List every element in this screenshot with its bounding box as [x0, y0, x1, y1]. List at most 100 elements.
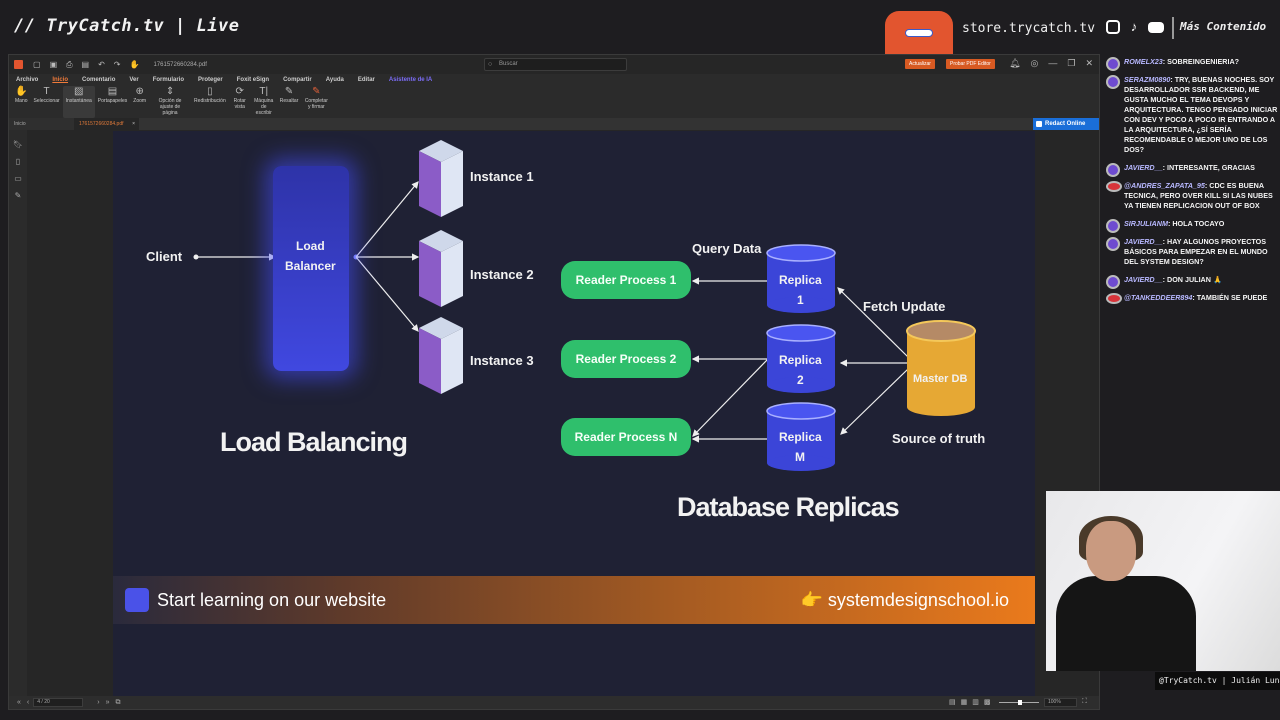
- bell-icon[interactable]: 🔔︎: [1009, 58, 1021, 68]
- query-data-label: Query Data: [692, 241, 762, 256]
- master-to-replica1-arrow: [837, 287, 909, 358]
- youtube-avatar-icon: [1106, 293, 1122, 304]
- chat-message: SIRJULIANM: HOLA TOCAYO: [1102, 219, 1280, 233]
- document-canvas[interactable]: Client Load Balancer Instance 1 Instance…: [27, 130, 1099, 697]
- replica-1-cylinder: [766, 244, 836, 313]
- replica-m-label: Replica: [779, 430, 822, 444]
- banner-left-text: Start learning on our website: [157, 590, 387, 610]
- ribbon-completar-firmar[interactable]: ✎Completar y firmar: [304, 86, 328, 110]
- prev-page-button[interactable]: ‹: [26, 699, 30, 706]
- fetch-update-label: Fetch Update: [863, 299, 946, 314]
- stream-header: // TryCatch.tv | Live store.trycatch.tv …: [0, 0, 1280, 54]
- redo-icon[interactable]: ↷: [113, 59, 121, 69]
- hand-icon: ✋: [15, 86, 28, 97]
- master-to-replicaM-arrow: [840, 368, 909, 435]
- instance-2-label: Instance 2: [470, 267, 534, 282]
- ribbon-rotar-vista[interactable]: ⟳Rotar vista: [233, 86, 246, 110]
- menu-editar[interactable]: Editar: [357, 77, 375, 83]
- client-label: Client: [146, 249, 183, 264]
- attachment-icon[interactable]: ✎: [14, 191, 22, 200]
- print-icon[interactable]: ⎙: [66, 59, 73, 69]
- menu-asistente-ia[interactable]: Asistente de IA: [388, 77, 433, 83]
- replica-2-cylinder: [766, 324, 836, 393]
- status-bar: « ‹ 4 / 20 › » ⧉ ▤ ▦ ▥ ▩ 100% ⛶: [9, 696, 1099, 709]
- ribbon-ajuste-pagina[interactable]: ⇕Opción de ajuste de página: [158, 86, 182, 116]
- zoom-slider[interactable]: [999, 700, 1039, 705]
- ribbon-zoom[interactable]: ⊕Zoom: [133, 86, 147, 104]
- hand-tool-icon[interactable]: ✋: [129, 59, 140, 69]
- two-page-view-icon[interactable]: ▥: [972, 699, 979, 706]
- ribbon-instantanea[interactable]: ▨Instantánea: [62, 86, 95, 118]
- close-button[interactable]: ✕: [1085, 58, 1093, 68]
- menu-formulario[interactable]: Formulario: [152, 77, 185, 83]
- facing-view-icon[interactable]: ▩: [983, 699, 991, 706]
- menu-inicio[interactable]: Inicio: [52, 77, 69, 83]
- menu-ayuda[interactable]: Ayuda: [325, 77, 344, 83]
- presenter-body: [1056, 576, 1196, 671]
- foxit-pdf-window: ▢ ▣ ⎙ ▤ ↶ ↷ ✋ 1761572660284.pdf ○Buscar …: [8, 54, 1100, 710]
- rotate-icon: ⟳: [235, 86, 244, 97]
- server-instance-1-icon: [419, 140, 463, 217]
- zoom-level-select[interactable]: 100%: [1044, 698, 1077, 707]
- minimize-button[interactable]: —: [1048, 58, 1058, 68]
- tab-home[interactable]: Inicio: [9, 118, 74, 130]
- new-icon[interactable]: ▤: [81, 59, 90, 69]
- restore-button[interactable]: ❐: [1067, 58, 1076, 68]
- ribbon-portapapeles[interactable]: ▤Portapapeles: [97, 86, 128, 104]
- slide-page: Client Load Balancer Instance 1 Instance…: [113, 131, 1035, 697]
- fit-page-icon: ⇕: [165, 86, 175, 97]
- fullscreen-icon[interactable]: ⛶: [1082, 698, 1087, 705]
- single-page-view-icon[interactable]: ▤: [949, 699, 956, 706]
- open-icon[interactable]: ▢: [33, 59, 41, 69]
- comments-icon[interactable]: ▭: [14, 174, 22, 183]
- lb-to-instance1-arrow: [355, 181, 419, 258]
- pages-icon[interactable]: ▯: [15, 157, 21, 166]
- tab-document[interactable]: 1761572660284.pdf×: [74, 118, 139, 130]
- youtube-icon: [1148, 21, 1164, 33]
- menu-foxit-esign[interactable]: Foxit eSign: [236, 77, 270, 83]
- page-number-input[interactable]: 4 / 20: [33, 698, 84, 707]
- menu-archivo[interactable]: Archivo: [16, 77, 39, 83]
- fill-sign-icon: ✎: [312, 86, 321, 97]
- ribbon-redistribucion[interactable]: ▯Redistribución: [194, 86, 226, 104]
- ribbon-resaltar[interactable]: ✎Resaltar: [279, 86, 299, 104]
- chat-message: JAVIERD__: INTERESANTE, GRACIAS: [1102, 163, 1280, 177]
- banner-website-link[interactable]: 👉 systemdesignschool.io: [800, 590, 1009, 610]
- ribbon-mano[interactable]: ✋Mano: [15, 86, 28, 104]
- try-pdf-editor-button[interactable]: Probar PDF Editor: [946, 59, 995, 69]
- more-content-label: Más Contenido: [1180, 20, 1267, 33]
- continuous-view-icon[interactable]: ▦: [960, 699, 968, 706]
- close-tab-icon[interactable]: ×: [132, 121, 135, 127]
- menu-ver[interactable]: Ver: [129, 77, 139, 83]
- replica-1-number: 1: [797, 293, 804, 307]
- twitch-avatar-icon: [1106, 75, 1120, 89]
- update-button[interactable]: Actualizar: [905, 59, 935, 69]
- last-page-button[interactable]: »: [105, 699, 110, 706]
- server-instance-3-icon: [419, 317, 463, 394]
- website-banner: Start learning on our website 👉 systemde…: [113, 576, 1035, 624]
- save-icon[interactable]: ▣: [49, 59, 58, 69]
- chat-message: SERAZM0890: TRY, BUENAS NOCHES. SOY DESA…: [1102, 75, 1280, 155]
- live-chat: ROMELX23: SOBREINGENIERIA? SERAZM0890: T…: [1102, 54, 1280, 324]
- bookmark-icon[interactable]: 🔖︎: [12, 140, 24, 149]
- menu-comentario[interactable]: Comentario: [82, 77, 116, 83]
- menu-compartir[interactable]: Compartir: [283, 77, 312, 83]
- undo-icon[interactable]: ↶: [98, 59, 105, 69]
- replica2-to-readerN-arrow: [692, 358, 769, 437]
- account-icon[interactable]: ◎: [1030, 58, 1039, 68]
- chat-message: ROMELX23: SOBREINGENIERIA?: [1102, 57, 1280, 71]
- highlight-icon: ✎: [284, 86, 294, 97]
- master-db-label: Master DB: [913, 373, 968, 385]
- redact-online-button[interactable]: Redact Online: [1033, 118, 1099, 130]
- instance-1-label: Instance 1: [470, 169, 534, 184]
- page-view-icon[interactable]: ⧉: [115, 698, 121, 706]
- ribbon-maquina-escribir[interactable]: T|Máquina de escribir: [254, 86, 274, 116]
- chat-message: @ANDRES_ZAPATA_95: CDC ES BUENA TECNICA,…: [1102, 181, 1280, 211]
- next-page-button[interactable]: ›: [97, 699, 100, 706]
- load-balancer-label-1: Load: [296, 239, 325, 253]
- first-page-button[interactable]: «: [17, 699, 21, 706]
- search-input[interactable]: ○Buscar: [484, 58, 627, 71]
- menu-proteger[interactable]: Proteger: [198, 77, 223, 83]
- zoom-slider-handle[interactable]: [1018, 700, 1022, 705]
